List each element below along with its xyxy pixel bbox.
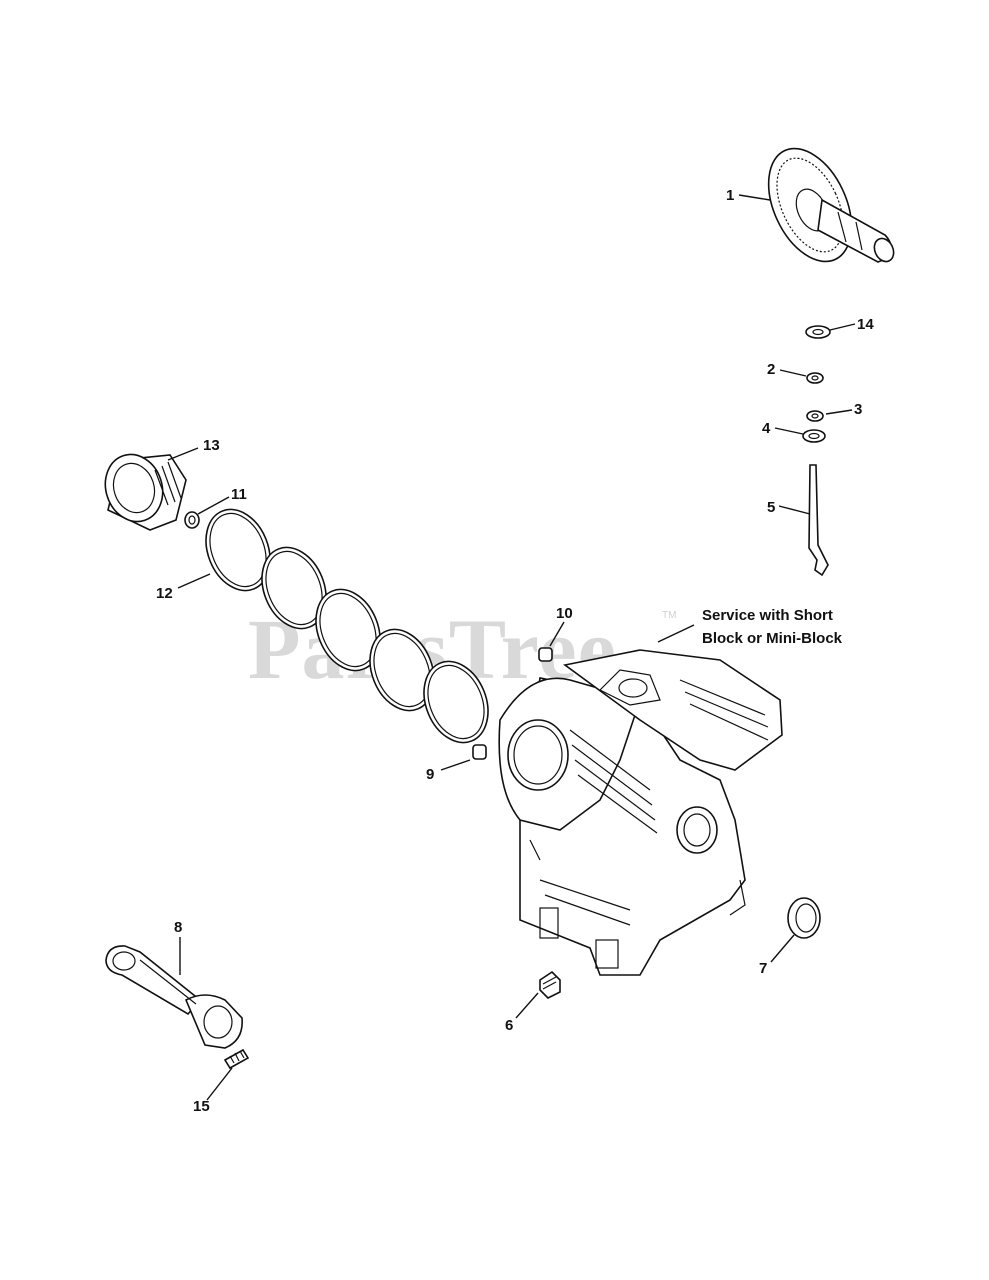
callout-12: 12 — [156, 585, 173, 602]
washer-14[interactable] — [805, 325, 831, 339]
callout-labels: 1 14 2 3 4 5 13 11 12 10 9 7 6 8 15 — [156, 187, 874, 1115]
callout-2: 2 — [767, 361, 775, 378]
callout-15: 15 — [193, 1098, 210, 1115]
plug-10[interactable] — [538, 647, 553, 662]
bolt-15[interactable] — [223, 1048, 250, 1070]
plug-6[interactable] — [539, 970, 561, 999]
callout-13: 13 — [203, 437, 220, 454]
rod-5[interactable] — [808, 464, 829, 577]
callout-6: 6 — [505, 1017, 513, 1034]
service-note-line1: Service with Short — [702, 607, 833, 624]
plug-9[interactable] — [472, 744, 487, 760]
callout-9: 9 — [426, 766, 434, 783]
seal-7[interactable] — [787, 897, 821, 939]
washer-4[interactable] — [802, 429, 826, 443]
service-note-line2: Block or Mini-Block — [702, 630, 843, 647]
leader-lines — [167, 194, 856, 1101]
watermark-trademark: TM — [662, 610, 676, 621]
callout-1: 1 — [726, 187, 734, 204]
piston-rings-12[interactable] — [194, 500, 499, 752]
callout-5: 5 — [767, 499, 775, 516]
pin-clip-11[interactable] — [184, 511, 200, 529]
callout-14: 14 — [857, 316, 874, 333]
callout-10: 10 — [556, 605, 573, 622]
connecting-rod-8[interactable] — [105, 945, 243, 1049]
camshaft-gear[interactable] — [752, 135, 897, 274]
piston-13[interactable] — [97, 447, 187, 531]
callout-3: 3 — [854, 401, 862, 418]
washer-3[interactable] — [806, 410, 824, 422]
cylinder-block[interactable] — [498, 649, 783, 976]
callout-8: 8 — [174, 919, 182, 936]
nut-2[interactable] — [806, 372, 824, 384]
callout-4: 4 — [762, 420, 771, 437]
callout-7: 7 — [759, 960, 767, 977]
service-note: Service with Short Block or Mini-Block — [702, 607, 843, 647]
callout-11: 11 — [231, 486, 247, 503]
